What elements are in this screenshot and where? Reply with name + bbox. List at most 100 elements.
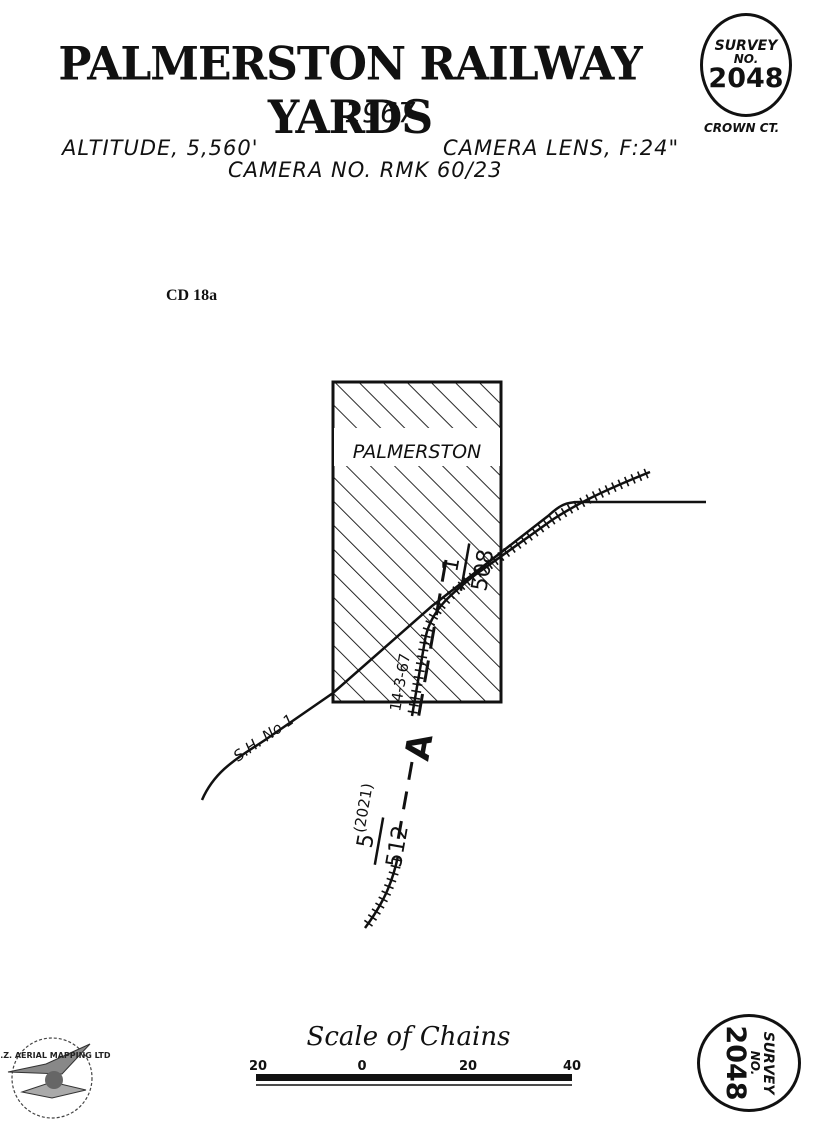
run-bottom-paren: (2021) <box>350 782 376 834</box>
railway-tie <box>554 511 562 521</box>
railway-tie <box>474 568 482 578</box>
railway-tie <box>560 507 568 518</box>
railway-ticks-south <box>363 858 403 927</box>
survey-badge-no-bottom: NO. <box>748 1050 763 1076</box>
flight-run-line-upper <box>416 559 448 721</box>
altitude-label: ALTITUDE, 5,560' <box>62 136 259 160</box>
reference-code: CD 18a <box>166 287 218 304</box>
railway-tie <box>617 479 623 490</box>
crown-copyright-label: CROWN CT. <box>704 121 780 135</box>
scale-tick-2: 20 <box>459 1059 477 1074</box>
railway-tie <box>418 648 429 652</box>
railway-ticks-north <box>407 468 649 714</box>
scale-tick-1: 0 <box>357 1059 366 1074</box>
camera-lens-label: CAMERA LENS, F:24" <box>443 136 680 160</box>
railway-tie <box>520 535 528 545</box>
railway-tie <box>591 491 598 501</box>
scale-title: Scale of Chains <box>306 1022 511 1052</box>
railway-tie <box>417 655 428 659</box>
railway-tie <box>514 539 522 549</box>
aerial-mapping-logo: N.Z. AERIAL MAPPING LTD <box>0 1037 111 1119</box>
railway-tie <box>491 556 499 566</box>
run-letter: A <box>397 730 441 764</box>
scale-tick-0: 20 <box>249 1059 267 1074</box>
railway-tie <box>375 902 385 909</box>
run-bottom-fraction-bar <box>373 817 385 865</box>
run-bottom-fraction: 5 (2021) 512 <box>350 782 414 870</box>
railway-tie <box>604 485 611 495</box>
survey-badge-no: NO. <box>733 51 759 66</box>
railway-tie <box>452 586 461 595</box>
railway-tie <box>415 662 426 666</box>
railway-tie <box>411 689 422 693</box>
flight-run-line-lower <box>396 761 414 841</box>
run-bottom-numerator: 5 <box>353 832 380 850</box>
railway-tie <box>531 527 539 537</box>
survey-badge-bottom: SURVEY NO. 2048 <box>697 1014 801 1112</box>
run-top-fraction: 1 508 <box>438 543 499 593</box>
run-top-numerator: 1 <box>438 556 465 574</box>
railway-line-south <box>363 855 400 929</box>
scale-bar <box>256 1074 572 1081</box>
railway-tie <box>447 590 456 600</box>
railway-tie <box>412 682 423 687</box>
railway-tie <box>497 552 505 562</box>
railway-tie <box>367 913 378 921</box>
railway-tie <box>414 669 425 673</box>
railway-tie <box>413 675 424 680</box>
railway-tie <box>508 543 516 553</box>
railway-tie <box>378 896 388 903</box>
survey-year: 1967 <box>344 96 416 129</box>
railway-tie <box>468 572 477 582</box>
railway-tie <box>548 515 556 525</box>
railway-tie <box>566 504 574 514</box>
railway-tie <box>630 473 636 484</box>
railway-tie <box>392 858 403 862</box>
railway-tie <box>388 871 399 876</box>
railway-tie <box>441 595 451 605</box>
railway-tie <box>463 576 471 586</box>
railway-tie <box>585 494 592 504</box>
railway-tie <box>611 482 617 493</box>
railway-tie <box>419 641 430 645</box>
run-bottom-denominator: 512 <box>382 824 414 870</box>
railway-tie <box>407 710 418 714</box>
railway-line-north <box>410 470 651 717</box>
railway-tie <box>480 564 488 574</box>
railway-tie <box>381 890 392 896</box>
railway-tie <box>579 497 586 508</box>
railway-tie <box>425 620 436 626</box>
railway-tie <box>502 547 511 558</box>
railway-tie <box>623 476 630 487</box>
railway-tie <box>371 908 381 915</box>
railway-tie <box>384 884 394 890</box>
survey-badge-label-bottom: SURVEY <box>760 1031 777 1095</box>
camera-number-label: CAMERA NO. RMK 60/23 <box>228 158 503 182</box>
town-label: PALMERSTON <box>353 441 482 463</box>
railway-tie <box>409 696 421 700</box>
state-highway-road <box>200 500 706 801</box>
survey-badge-number: 2048 <box>708 62 784 94</box>
survey-badge-label: SURVEY <box>714 37 778 54</box>
scale-tick-3: 40 <box>563 1059 581 1074</box>
railway-tie <box>643 468 649 479</box>
railway-tie <box>636 471 643 482</box>
map-title: PALMERSTON RAILWAY YARDS <box>58 37 642 145</box>
run-top-fraction-bar <box>459 543 471 591</box>
railway-tie <box>386 877 397 883</box>
town-label-box <box>334 428 500 466</box>
railway-tie <box>598 488 604 498</box>
road-label: S.H. No 1 <box>230 710 298 765</box>
railway-tie <box>542 519 550 529</box>
railway-tie <box>537 523 545 533</box>
railway-tie <box>363 919 374 927</box>
railway-tie <box>408 703 419 707</box>
logo-text: N.Z. AERIAL MAPPING LTD <box>0 1051 111 1060</box>
railway-tie <box>390 864 401 869</box>
survey-badge-top: SURVEY NO. 2048 <box>700 13 792 117</box>
railway-tie <box>525 531 533 541</box>
railway-tie <box>428 613 439 620</box>
railway-tie <box>420 634 431 639</box>
railway-tie <box>422 627 433 632</box>
